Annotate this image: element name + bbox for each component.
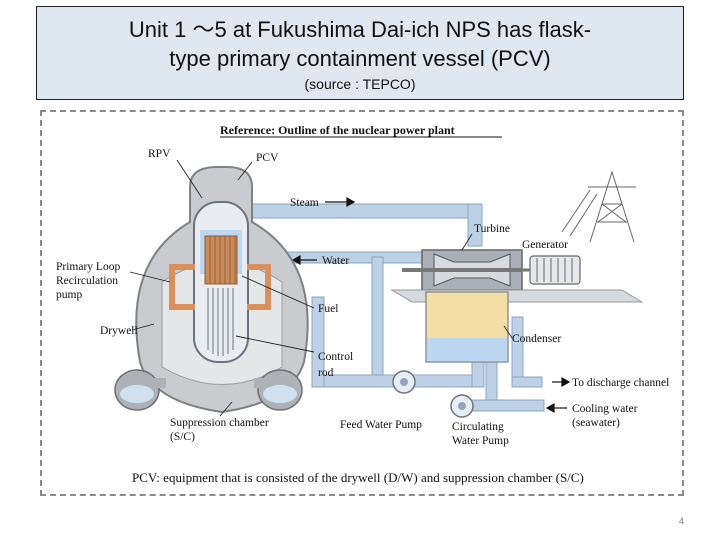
leader-pump <box>129 271 171 283</box>
rpv <box>193 201 249 363</box>
leader-drywell <box>131 323 155 331</box>
leader-turbine <box>461 233 473 251</box>
generator-coils <box>536 258 573 282</box>
feed-pump-hub <box>400 378 408 386</box>
feed-pipe-vertical <box>371 256 384 388</box>
water-arrowhead <box>291 254 301 266</box>
label-condenser: Condenser <box>512 333 561 345</box>
fuel-lines <box>209 236 236 284</box>
leader-pcv <box>237 161 253 181</box>
recirculation-loops <box>169 264 271 310</box>
cooling-pipe-c <box>511 376 543 388</box>
label-drywell: Drywell <box>100 325 138 337</box>
label-steam: Steam <box>290 197 319 209</box>
suppression-water-right <box>263 385 297 403</box>
label-pcv: PCV <box>256 152 279 164</box>
label-rpv: RPV <box>148 148 171 160</box>
tower-brace <box>601 203 627 223</box>
control-rods <box>207 288 234 356</box>
circ-pump-hub <box>458 402 466 410</box>
feed-pipe-left <box>311 296 325 388</box>
label-cooling-1: Cooling water <box>572 403 638 415</box>
vent-right <box>254 378 266 388</box>
label-generator: Generator <box>522 239 568 251</box>
label-suppression-2: (S/C) <box>170 431 195 443</box>
diagram-heading: Reference: Outline of the nuclear power … <box>220 123 455 137</box>
transmission-tower-icon <box>561 170 636 243</box>
label-primary-loop-2: Recirculation <box>56 275 118 287</box>
diagram-caption: PCV: equipment that is consisted of the … <box>132 470 584 485</box>
leader-suppression <box>219 401 233 417</box>
label-feed-water-pump: Feed Water Pump <box>340 419 422 431</box>
power-line <box>569 193 598 237</box>
condenser <box>425 291 509 363</box>
plant-diagram: Reference: Outline of the nuclear power … <box>40 110 684 496</box>
flow-arrows <box>291 196 571 414</box>
label-primary-loop-3: pump <box>56 289 82 301</box>
label-turbine: Turbine <box>474 223 510 235</box>
condenser-outline <box>425 291 509 363</box>
label-discharge: To discharge channel <box>572 377 669 389</box>
suppression-water-left <box>120 385 154 403</box>
recirc-loop-left <box>169 264 195 310</box>
label-fuel: Fuel <box>318 303 338 315</box>
label-suppression-1: Suppression chamber <box>170 417 269 429</box>
recirc-loop-right <box>247 264 271 310</box>
label-control-rod-2: rod <box>318 367 334 379</box>
leader-control-rod <box>235 335 315 353</box>
turbine <box>402 249 523 291</box>
condenser-water <box>426 338 508 362</box>
label-circulating-1: Circulating <box>452 421 504 433</box>
leader-fuel <box>241 275 315 309</box>
leader-rpv <box>176 159 203 199</box>
title-box: Unit 1 ～5 at Fukushima Dai-ich NPS has f… <box>36 6 684 100</box>
plant-diagram-svg: Reference: Outline of the nuclear power … <box>56 123 669 485</box>
steam-arrowhead <box>346 196 356 208</box>
turbine-shaft <box>402 268 522 272</box>
cooling-arrowhead <box>545 402 555 414</box>
source-note: (source : TEPCO) <box>304 76 416 92</box>
pumps <box>392 370 474 418</box>
label-control-rod-1: Control <box>318 351 353 363</box>
leader-condenser <box>503 325 513 339</box>
slide-title-line-1: Unit 1 ～5 at Fukushima Dai-ich NPS has f… <box>128 17 592 42</box>
leader-lines <box>129 159 513 417</box>
label-water: Water <box>322 255 349 267</box>
page-number: 4 <box>678 516 684 526</box>
discharge-arrowhead <box>561 376 571 388</box>
tower-brace <box>597 203 623 223</box>
label-circulating-2: Water Pump <box>452 435 509 447</box>
tower-legs <box>589 170 635 243</box>
vent-left <box>154 378 166 388</box>
label-cooling-2: (seawater) <box>572 417 620 429</box>
label-primary-loop-1: Primary Loop <box>56 261 120 273</box>
power-line <box>561 189 591 233</box>
slide-title-line-2: type primary containment vessel (PCV) <box>169 46 551 71</box>
